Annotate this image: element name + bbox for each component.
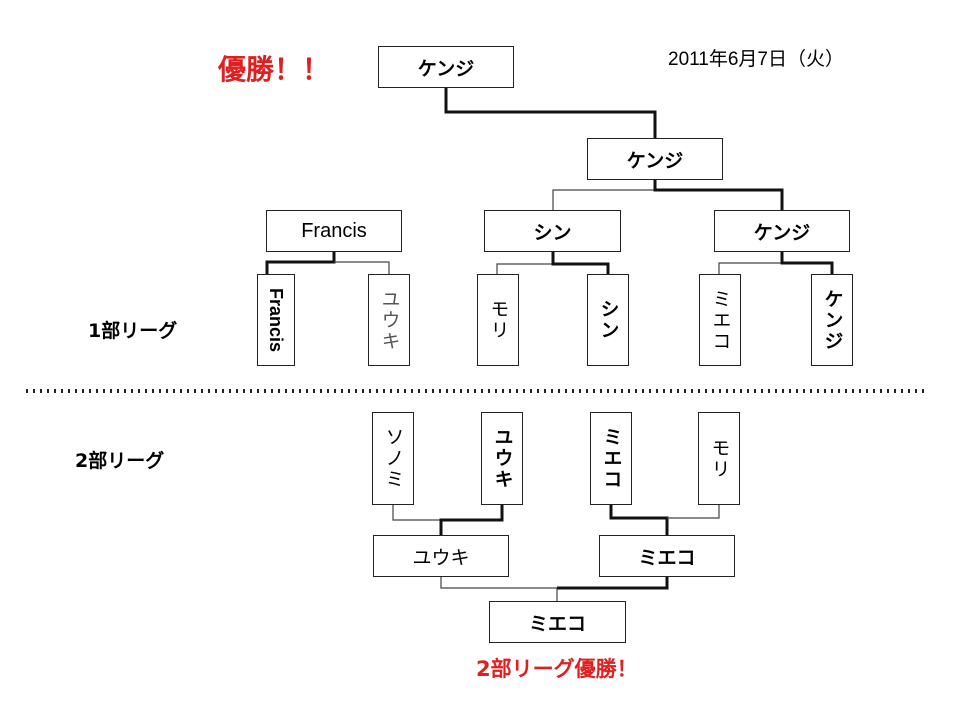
line-shin-right [551,252,610,274]
div1-r1-kenji: ケンジ [811,274,853,366]
div1-r1-shin: シン [587,274,629,366]
line-final-semis-right [653,180,784,210]
div2-label: 2部リーグ [75,450,165,472]
line-d2-mieko [609,505,669,535]
line-francis-left [265,252,336,274]
div2-champion-note: 2部リーグ優勝！ [476,657,638,681]
line-final-semis-left [552,180,656,210]
line-francis-right [334,261,390,274]
champion-title: 優勝！！ [218,53,331,86]
div2-r1-yuuki: ユウキ [481,412,523,505]
div2-champion-box: ミエコ [489,601,626,643]
div1-semi-kenji: ケンジ [714,210,850,252]
div2-r1-mieko: ミエコ [590,412,632,505]
date-label: 2011年6月7日（火） [668,49,844,70]
line-d2-semi-right [557,577,669,590]
line-shin-left [496,252,554,274]
div1-champion-box: ケンジ [378,46,514,88]
div2-r1-mori: モリ [698,412,740,505]
line-kenji-left [718,252,783,274]
line-d2-sonomi [392,505,442,535]
div2-r1-sonomi: ソノミ [372,412,414,505]
line-kenji-right [780,252,834,274]
div1-r1-mieko: ミエコ [699,274,741,366]
div2-semi-yuuki: ユウキ [373,535,509,577]
line-d2-semi-left [440,577,558,601]
div1-final-box: ケンジ [587,138,723,180]
div1-r1-francis: Francis [257,274,295,366]
div1-semi-francis: Francis [266,210,402,252]
div2-semi-mieko: ミエコ [599,535,735,577]
line-champion-final [444,87,657,138]
div1-r1-mori: モリ [477,274,519,366]
line-d2-yuuki [439,505,504,535]
line-d2-mori [667,505,720,519]
div1-semi-shin: シン [484,210,621,252]
div1-label: 1部リーグ [88,320,178,342]
div1-r1-yuuki: ユウキ [368,274,410,366]
